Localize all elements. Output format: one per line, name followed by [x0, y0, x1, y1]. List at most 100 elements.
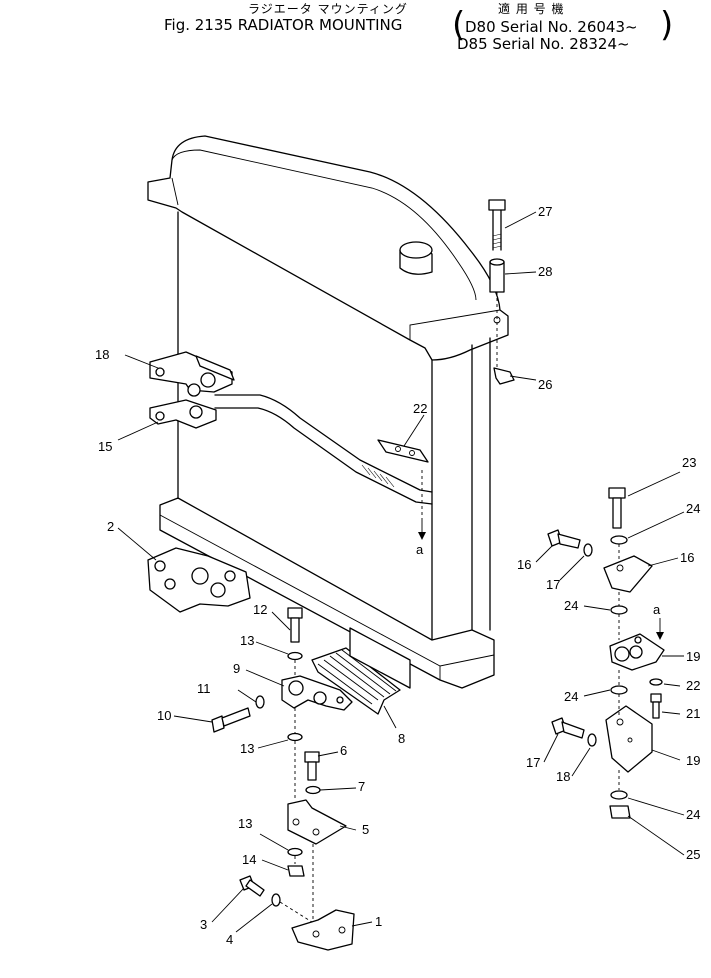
part-18-washer-a: [583, 543, 593, 557]
part-2-boss-3: [224, 570, 236, 582]
part-16-boss: [200, 372, 216, 388]
callout-24-d: 24: [686, 807, 700, 822]
part-6-shank: [307, 761, 317, 781]
part-28-collar: [489, 261, 505, 293]
part-26-clip: [493, 367, 515, 385]
part-10-shank: [221, 707, 251, 727]
callout-26: 26: [538, 377, 552, 392]
part-20-bracket: [377, 439, 429, 463]
radiator-top-tank: [147, 135, 509, 361]
callout-15-right: 16: [680, 550, 694, 565]
callout-3: 3: [200, 917, 207, 932]
part-16-right-hole-2: [627, 737, 633, 743]
applicability-japanese: 適 用 号 機: [498, 1, 564, 16]
part-17-bolt-b-shank: [561, 721, 585, 739]
part-24-washer-d: [610, 790, 628, 800]
bottom-tank-bracket: [349, 627, 411, 689]
top-tank-ridge: [171, 149, 477, 301]
callout-1: 1: [375, 914, 382, 929]
part-21-bolt-head: [650, 693, 662, 703]
part-10-bolt-head: [211, 715, 225, 733]
part-5-hole-2: [312, 828, 320, 836]
part-16-boss-2: [187, 383, 201, 397]
part-23-shank: [612, 497, 622, 529]
part-27-bolt-head: [488, 199, 506, 211]
callout-2: 2: [107, 519, 114, 534]
part-19-boss-2: [629, 645, 643, 659]
part-11-washer: [255, 695, 265, 709]
part-16-bolt-hole: [155, 367, 165, 377]
part-15-right-hole: [616, 564, 624, 572]
callout-20: 22: [413, 401, 427, 416]
part-21-shank: [652, 701, 660, 719]
callout-27: 27: [538, 204, 552, 219]
callout-15-left: 15: [98, 439, 112, 454]
radiator-assembly: [147, 135, 509, 715]
part-16-right-hole: [616, 718, 624, 726]
part-13-washer-b: [287, 732, 303, 742]
title-block: ラジエータ マウンティング Fig. 2135 RADIATOR MOUNTIN…: [164, 1, 673, 53]
part-24-washer-c: [610, 685, 628, 695]
part-7-washer: [305, 785, 321, 795]
callout-24-c: 24: [564, 689, 578, 704]
part-9-boss-1: [288, 680, 304, 696]
callout-6: 6: [340, 743, 347, 758]
callout-24-a: 24: [686, 501, 700, 516]
callout-14: 14: [242, 852, 256, 867]
callout-19: 19: [686, 649, 700, 664]
center-lower-stack: [211, 607, 355, 951]
callout-7: 7: [358, 779, 365, 794]
callout-21: 21: [686, 706, 700, 721]
part-17-bolt-a-shank: [557, 533, 581, 549]
serial-d80: D80 Serial No. 26043~: [465, 18, 638, 36]
callout-23: 23: [682, 455, 696, 470]
top-right-fasteners: [488, 199, 515, 385]
callout-12: 12: [253, 602, 267, 617]
right-stack: [547, 487, 665, 819]
leader-lines: [117, 211, 685, 933]
callout-18-bottom: 18: [556, 769, 570, 784]
callout-10: 10: [157, 708, 171, 723]
part-5-hole-1: [292, 818, 300, 826]
callout-28: 28: [538, 264, 552, 279]
right-ref-arrowhead: [656, 632, 664, 640]
reference-a-right: a: [653, 602, 661, 617]
part-5-bracket: [287, 799, 347, 845]
title-japanese: ラジエータ マウンティング: [248, 2, 408, 16]
figure-title: Fig. 2135 RADIATOR MOUNTING: [164, 16, 402, 34]
stay-bar-hatch: [361, 464, 395, 488]
filler-cap-top: [399, 241, 433, 259]
part-24-washer-a: [610, 535, 628, 545]
callout-16-left: 18: [95, 347, 109, 362]
part-6-bolt-head: [304, 751, 320, 763]
callout-13-bottom: 13: [238, 816, 252, 831]
part-20-hole-1: [395, 446, 401, 452]
callout-17-top: 16: [517, 557, 531, 572]
callout-13-mid: 13: [240, 741, 254, 756]
callout-13-top: 13: [240, 633, 254, 648]
part-19-hole: [634, 636, 642, 644]
left-ref-arrowhead: [418, 532, 426, 540]
part-16-plate: [195, 355, 235, 381]
part-19-boss-1: [614, 646, 630, 662]
part-24-washer-b: [610, 605, 628, 615]
part-15-bracket-right: [603, 555, 653, 593]
part-23-bolt-head: [608, 487, 626, 499]
part-2-hole-1: [154, 560, 166, 572]
tank-mount-hole: [493, 316, 501, 324]
callout-24-b: 24: [564, 598, 578, 613]
callout-25: 25: [686, 847, 700, 862]
left-upper-bracket-group: [149, 351, 235, 429]
callout-16-right: 19: [686, 753, 700, 768]
part-1-bracket: [291, 909, 355, 951]
part-25-nut: [609, 805, 631, 819]
callout-11: 11: [197, 681, 211, 696]
left-lower-bracket-group: [147, 547, 251, 613]
serial-d85: D85 Serial No. 28324~: [457, 35, 630, 53]
callout-22: 22: [686, 678, 700, 693]
callout-17-bottom: 17: [526, 755, 540, 770]
part-13-washer-a: [287, 651, 303, 661]
radiator-bottom-tank: [159, 497, 495, 689]
part-13-washer-c: [287, 847, 303, 857]
